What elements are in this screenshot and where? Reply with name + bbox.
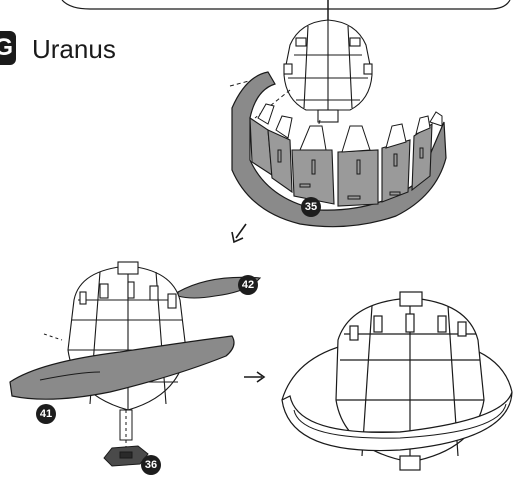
part-number-42: 42 bbox=[238, 275, 258, 295]
part-number-35: 35 bbox=[301, 197, 321, 217]
arrow-right-icon bbox=[244, 372, 264, 382]
header-frame-line bbox=[62, 0, 510, 9]
section-title: Uranus bbox=[32, 34, 116, 65]
part-number-36: 36 bbox=[141, 455, 161, 475]
completed-uranus-model bbox=[282, 292, 512, 470]
sphere-with-rings-assembly bbox=[10, 262, 260, 466]
arrow-down-left-icon bbox=[232, 224, 246, 242]
step-letter-badge: G bbox=[0, 31, 16, 65]
part-number-41: 41 bbox=[36, 404, 56, 424]
